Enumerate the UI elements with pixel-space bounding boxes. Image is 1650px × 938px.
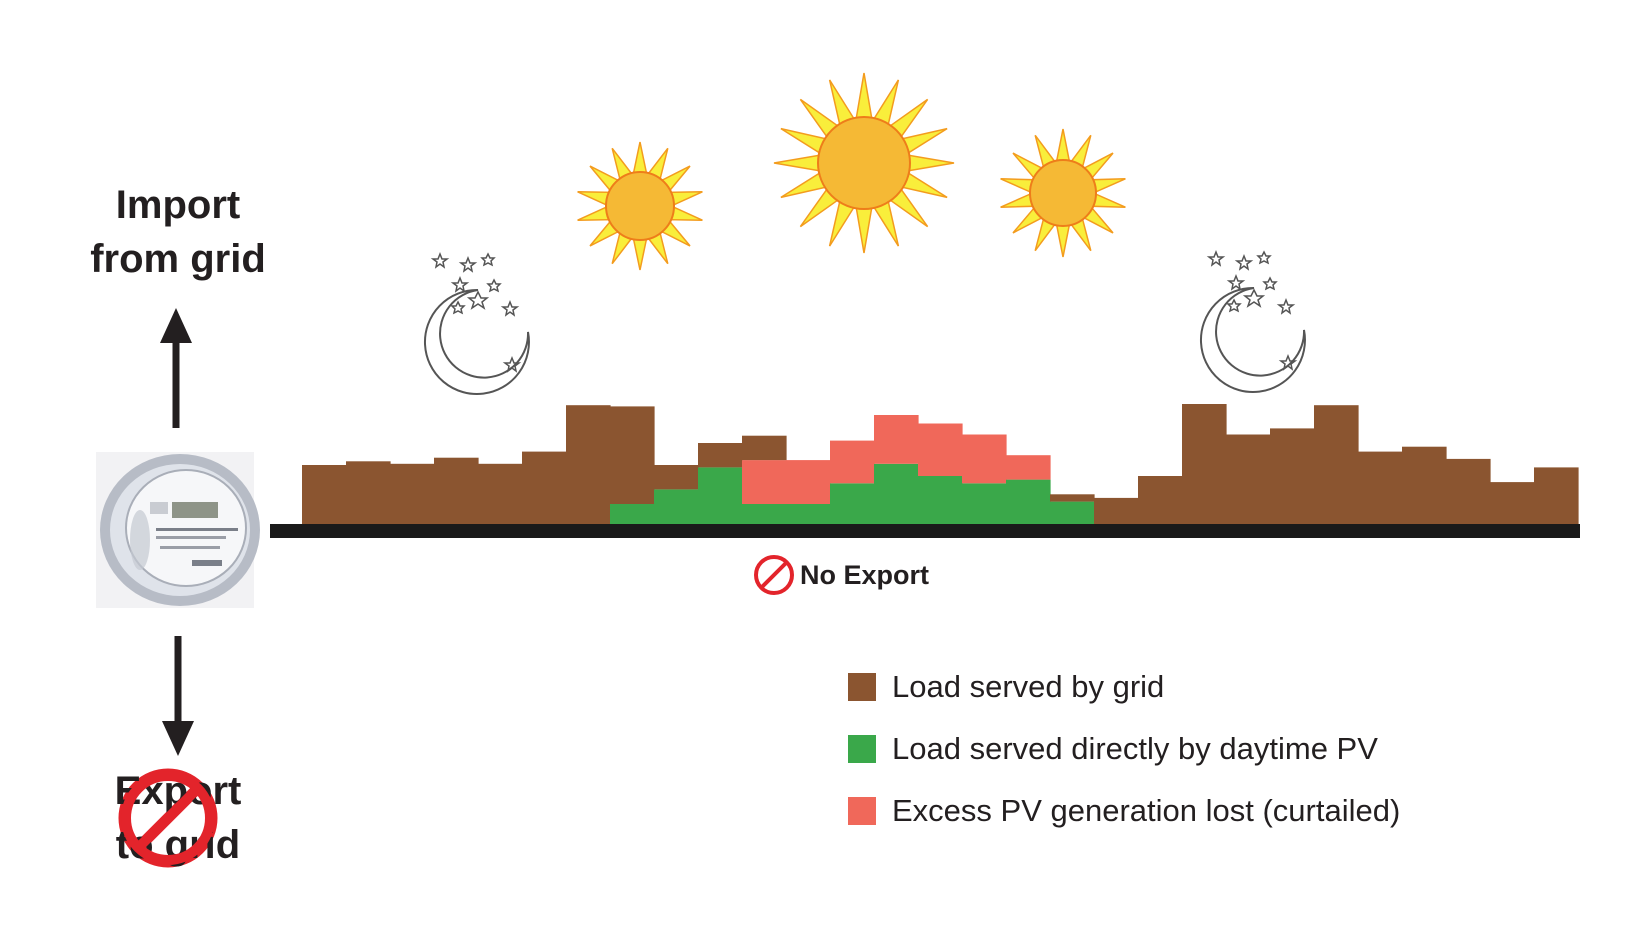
bar-grid-load (610, 406, 655, 504)
sun-icon (773, 72, 955, 254)
bar-pv-direct (830, 483, 875, 526)
sun-icon (1000, 128, 1126, 258)
bar-pv-direct (698, 467, 743, 526)
legend-item: Load served by grid (848, 669, 1400, 704)
import-from-grid-label: Import from grid (60, 178, 296, 286)
bar-grid-load (698, 443, 743, 468)
bar-grid-load (390, 463, 435, 526)
bar-pv-direct (786, 504, 831, 526)
bar-pv-curtailed (742, 460, 787, 504)
bar-grid-load (522, 451, 567, 526)
bar-pv-direct (610, 504, 655, 526)
no-symbol-icon (754, 555, 794, 595)
legend: Load served by grid Load served directly… (848, 669, 1401, 858)
legend-swatch-curtailed (848, 797, 876, 825)
bar-pv-direct (918, 476, 963, 526)
bar-grid-load (1138, 476, 1183, 526)
bar-grid-load (1094, 497, 1139, 526)
bar-grid-load (566, 405, 611, 526)
bar-grid-load (1490, 482, 1535, 526)
bar-pv-direct (1050, 501, 1095, 526)
bar-grid-load (654, 465, 699, 490)
bar-grid-load (1226, 434, 1271, 526)
bar-pv-direct (1006, 479, 1051, 526)
bar-pv-curtailed (874, 415, 919, 464)
legend-label: Load served by grid (892, 669, 1165, 704)
bar-pv-direct (962, 483, 1007, 526)
no-export-note: No Export (752, 553, 929, 597)
import-label-line-1: Import (115, 183, 241, 227)
bar-grid-load (1534, 467, 1579, 526)
legend-swatch-pv (848, 735, 876, 763)
bar-grid-load (1050, 494, 1095, 502)
sun-disc (1029, 159, 1097, 227)
legend-label: Excess PV generation lost (curtailed) (892, 793, 1401, 828)
legend-swatch-grid (848, 673, 876, 701)
time-axis (270, 524, 1580, 538)
bar-grid-load (346, 461, 391, 526)
sun-disc (817, 116, 911, 210)
no-export-text: No Export (800, 559, 930, 590)
sun-icon (577, 141, 703, 271)
bar-grid-load (1270, 428, 1315, 526)
up-arrow-icon (160, 308, 192, 428)
bar-pv-curtailed (786, 460, 831, 504)
import-label-line-2: from grid (90, 237, 266, 281)
bar-grid-load (1182, 404, 1227, 526)
bar-grid-load (1358, 451, 1403, 526)
bar-grid-load (1314, 405, 1359, 526)
bar-grid-load (434, 457, 479, 526)
bar-pv-direct (742, 504, 787, 526)
moon-stars-icon (423, 251, 530, 395)
legend-item: Load served directly by daytime PV (848, 731, 1400, 766)
bar-pv-curtailed (830, 440, 875, 484)
bar-grid-load (478, 463, 523, 526)
electric-meter-icon (96, 452, 260, 608)
no-symbol-icon (121, 771, 215, 865)
legend-item: Excess PV generation lost (curtailed) (848, 793, 1401, 828)
bar-pv-direct (874, 463, 919, 526)
down-arrow-icon (162, 636, 194, 756)
bar-pv-direct (654, 489, 699, 526)
moon-stars-icon (1199, 249, 1306, 393)
bar-grid-load (742, 435, 787, 461)
bar-pv-curtailed (1006, 455, 1051, 480)
bar-grid-load (302, 465, 347, 526)
bar-grid-load (1402, 446, 1447, 526)
legend-label: Load served directly by daytime PV (892, 731, 1378, 766)
sun-disc (605, 171, 675, 241)
bar-pv-curtailed (918, 423, 963, 476)
bar-grid-load (1446, 458, 1491, 526)
bar-pv-curtailed (962, 434, 1007, 484)
load-profile-bars (302, 404, 1579, 526)
